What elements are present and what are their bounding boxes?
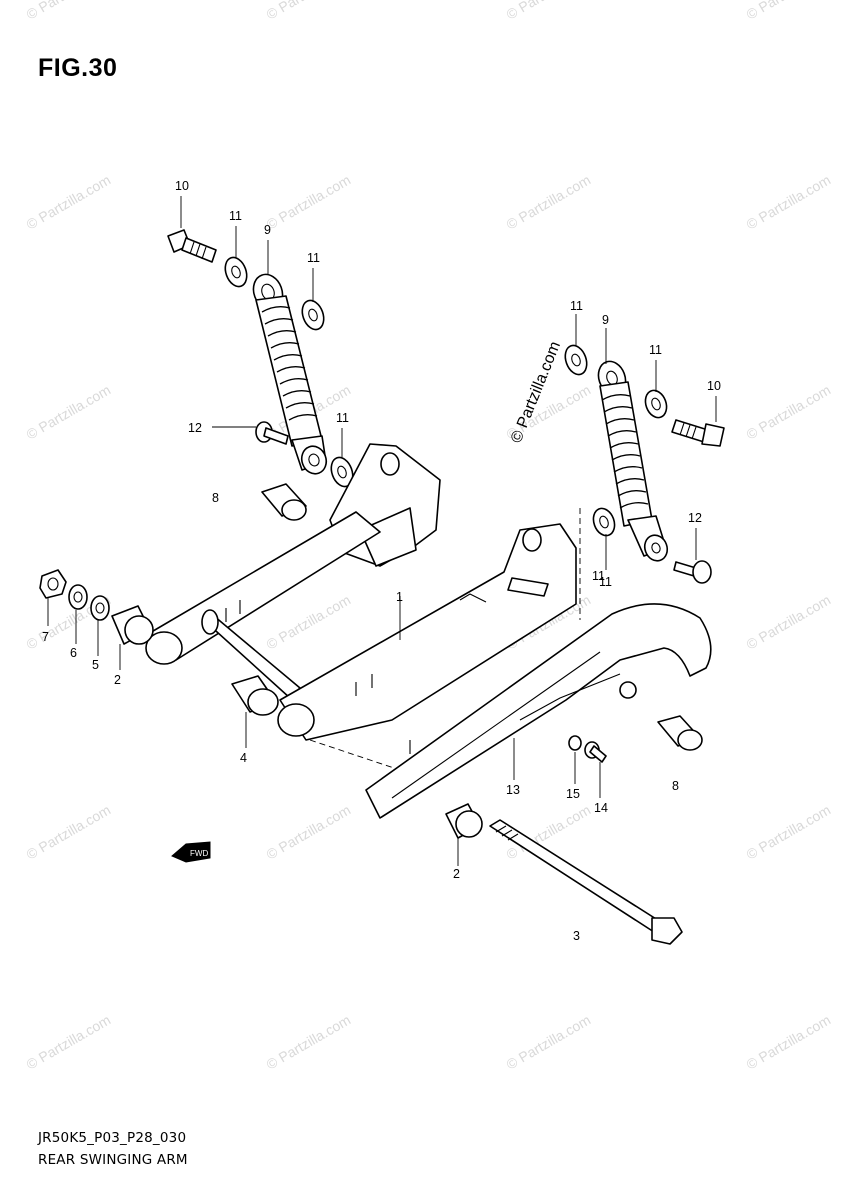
right-shock-absorber — [564, 344, 725, 584]
callout-13: 13 — [506, 783, 520, 797]
watermark-text: © Partzilla.com — [24, 0, 114, 23]
callout-11-e: 11 — [649, 343, 662, 357]
figure-code: JR50K5_P03_P28_030 — [38, 1130, 187, 1146]
watermark-text: © Partzilla.com — [504, 172, 594, 233]
figure-name: REAR SWINGING ARM — [38, 1152, 188, 1168]
watermark-text: © Partzilla.com — [264, 802, 354, 863]
figure-title: FIG.30 — [38, 54, 118, 82]
callout-2-lower: 2 — [453, 867, 460, 881]
watermark-text: © Partzilla.com — [744, 1012, 834, 1073]
watermark-text: © Partzilla.com — [264, 1012, 354, 1073]
forward-arrow-icon — [171, 841, 211, 863]
axle-bolt-3 — [489, 819, 683, 945]
callout-11-a: 11 — [229, 209, 242, 223]
watermark-text: © Partzilla.com — [744, 802, 834, 863]
bushing-2-left — [111, 605, 154, 645]
washer-11-b — [301, 299, 325, 331]
callout-11-c: 11 — [336, 411, 349, 425]
watermark-text: © Partzilla.com — [264, 172, 354, 233]
bolt-10-right — [671, 419, 725, 447]
callout-9-right: 9 — [602, 313, 609, 327]
bolt-12-right — [673, 560, 712, 584]
right-shock-spring — [601, 394, 649, 509]
chain-case-13 — [365, 603, 712, 819]
watermark-text: © Partzilla.com — [24, 1012, 114, 1073]
fwd-marker: FWD — [171, 841, 211, 863]
watermark-text: © Partzilla.com — [24, 802, 114, 863]
collar-4 — [231, 675, 279, 716]
left-shock-spring — [261, 306, 318, 421]
watermark-text: © Partzilla.com — [744, 0, 834, 23]
watermark-text: © Partzilla.com — [504, 1012, 594, 1073]
washer-11-a — [224, 256, 248, 288]
callout-11-f: 11 — [599, 575, 612, 589]
callout-12-right: 12 — [688, 511, 702, 525]
bolt-14 — [584, 741, 607, 763]
callout-14: 14 — [594, 801, 608, 815]
watermark-text: © Partzilla.com — [744, 382, 834, 443]
nut-7 — [39, 569, 67, 599]
fwd-label: FWD — [190, 849, 208, 858]
callout-12-left: 12 — [188, 421, 202, 435]
watermark-text: © Partzilla.com — [24, 382, 114, 443]
callout-2-left: 2 — [114, 673, 121, 687]
callout-1: 1 — [396, 590, 403, 604]
leader-lines — [47, 196, 717, 866]
callout-7: 7 — [42, 630, 49, 644]
watermark-text: © Partzilla.com — [744, 172, 834, 233]
callout-9-left: 9 — [264, 223, 271, 237]
watermark-text: © Partzilla.com — [744, 592, 834, 653]
washer-15 — [568, 735, 582, 751]
watermark-text: © Partzilla.com — [24, 172, 114, 233]
watermark-text: © Partzilla.com — [504, 0, 594, 23]
bolt-12-left — [255, 421, 289, 445]
washer-5 — [90, 595, 110, 621]
callout-15: 15 — [566, 787, 580, 801]
callout-8-left: 8 — [212, 491, 219, 505]
bushing-2-lower — [445, 803, 483, 839]
callout-10-left: 10 — [175, 179, 189, 193]
washer-11-e — [644, 389, 668, 419]
callout-10-right: 10 — [707, 379, 721, 393]
collar-8-right — [657, 715, 703, 751]
callout-labels: 10 11 9 11 12 11 8 11 9 11 10 12 11 1 7 … — [42, 179, 721, 943]
callout-3: 3 — [573, 929, 580, 943]
callout-5: 5 — [92, 658, 99, 672]
watermark-text: © Partzilla.com — [264, 0, 354, 23]
callout-4: 4 — [240, 751, 247, 765]
left-shock-absorber — [167, 229, 354, 488]
bolt-10-left — [167, 229, 217, 263]
washer-11-d — [564, 344, 588, 376]
callout-6: 6 — [70, 646, 77, 660]
watermark-text: © Partzilla.com — [264, 592, 354, 653]
swing-arm — [145, 443, 581, 771]
callout-11-g: 11 — [592, 569, 605, 583]
callout-8-right: 8 — [672, 779, 679, 793]
center-watermark: © Partzilla.com — [508, 339, 564, 445]
washer-11-f — [592, 507, 616, 537]
callout-11-b: 11 — [307, 251, 320, 265]
washer-6 — [68, 584, 88, 610]
collar-8-left — [261, 483, 307, 521]
callout-11-d: 11 — [570, 299, 583, 313]
